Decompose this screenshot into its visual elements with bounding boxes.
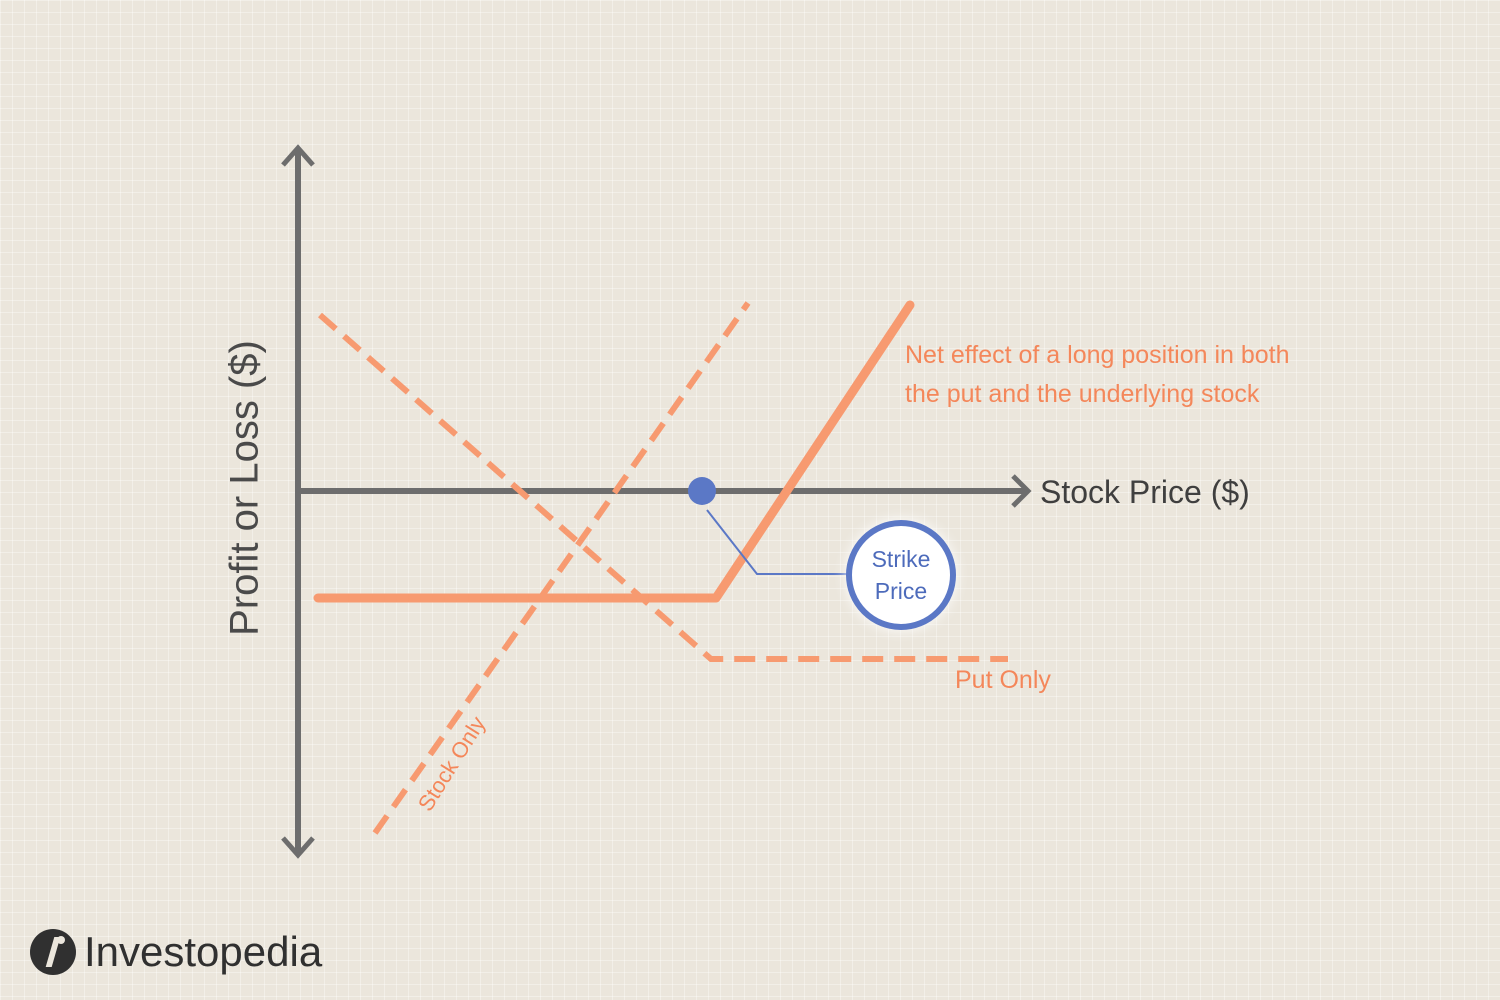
strike-leader-line: [706, 509, 850, 575]
put-only-line: [318, 312, 1008, 662]
investopedia-logo-icon: [30, 929, 76, 975]
net-effect-label-line1: Net effect of a long position in both: [905, 341, 1290, 369]
y-axis-label: Profit or Loss ($): [222, 340, 267, 636]
strike-price-label-line2: Price: [874, 578, 928, 604]
y-axis: [281, 144, 315, 859]
strike-point: [688, 477, 716, 505]
net-effect-label: Net effect of a long position in both th…: [905, 336, 1290, 414]
net-effect-label-line2: the put and the underlying stock: [905, 380, 1260, 408]
net-effect-line: [313, 300, 915, 603]
x-axis-label: Stock Price ($): [1040, 474, 1250, 510]
x-axis: [296, 474, 1032, 508]
investopedia-logo: Investopedia: [30, 928, 322, 976]
brand-name: Investopedia: [84, 928, 323, 975]
strike-price-badge: Strike Price: [846, 520, 956, 630]
strike-price-label-line1: Strike: [871, 546, 931, 572]
put-only-label: Put Only: [955, 666, 1051, 694]
stock-only-line: [372, 301, 751, 835]
